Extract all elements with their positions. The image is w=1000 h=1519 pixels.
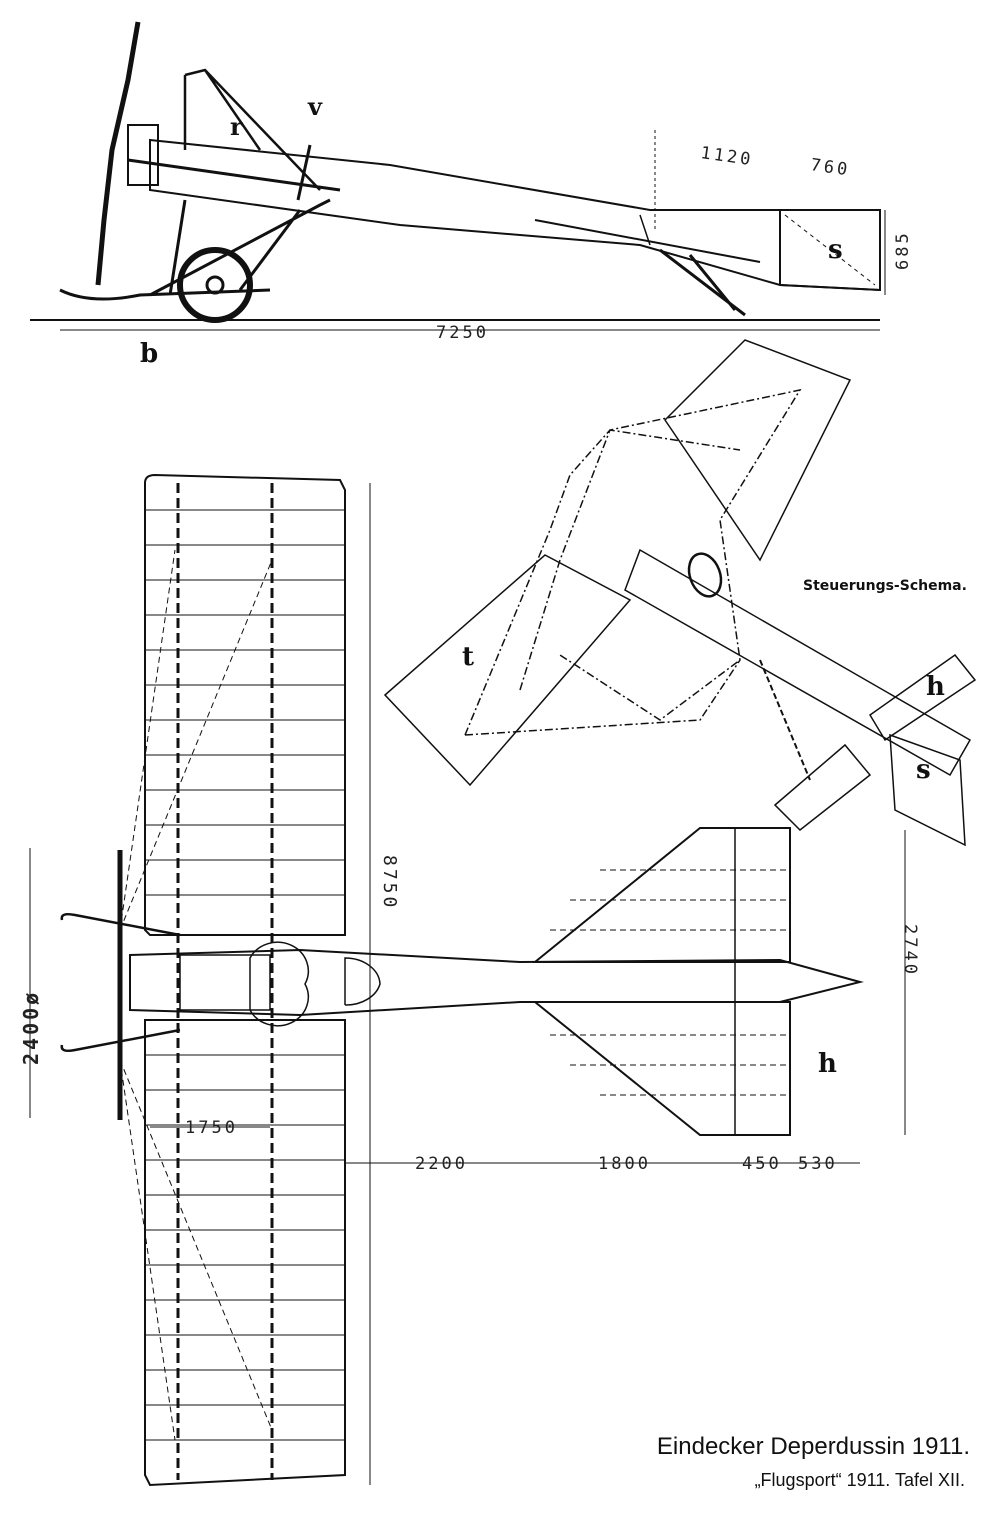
plan-rear-cockpit [344, 957, 381, 1006]
side-propeller [95, 21, 141, 286]
schema-wing-left [383, 554, 632, 787]
caption-source: „Flugsport“ 1911. Tafel XII. [755, 1470, 965, 1490]
side-skid [59, 198, 331, 301]
dim-span: 8750 [379, 855, 400, 910]
label-s-schema: s [916, 755, 931, 785]
schema-elevator-left [773, 743, 872, 832]
plan-view: h 8750 2400ø 1750 2740 2200 1800 450 530 [19, 473, 920, 1487]
dim-450: 450 [742, 1154, 782, 1174]
label-h-schema: h [926, 672, 945, 702]
side-rudder [779, 209, 881, 292]
dim-chord: 1750 [185, 1118, 238, 1138]
schema-fuselage [624, 548, 972, 777]
side-tail-skid [659, 248, 746, 317]
side-engine [127, 124, 159, 186]
caption-title: Eindecker Deperdussin 1911. [657, 1433, 970, 1460]
dim-prop: 2400ø [19, 990, 43, 1065]
label-b: b [140, 339, 158, 369]
plan-engine [179, 954, 271, 1011]
plan-tail-ribs [550, 869, 790, 1096]
plan-wing-lower [144, 1019, 346, 1487]
schema-wheel-icon [687, 552, 723, 598]
dim-530: 530 [798, 1154, 838, 1174]
label-t: t [462, 642, 474, 672]
plan-bracing [119, 549, 273, 1441]
dim-685: 685 [893, 230, 913, 270]
schema-elevator-right [868, 653, 977, 742]
plan-skids [60, 912, 181, 1053]
label-h-plan: h [818, 1049, 837, 1079]
plan-tailplane-lower [532, 1001, 791, 1136]
schema-title: Steuerungs-Schema. [803, 578, 967, 594]
side-view: r v b s 1120 760 685 7250 [30, 21, 913, 369]
plan-fuselage [129, 948, 864, 1017]
label-v: v [307, 92, 323, 121]
schema-wing-right [664, 339, 852, 562]
side-control-column [296, 144, 312, 201]
dim-tail: 2740 [900, 924, 920, 977]
dim-1120: 1120 [699, 143, 754, 170]
dim-7250: 7250 [436, 323, 489, 343]
schema-cables [464, 388, 802, 736]
plan-wing-upper [144, 473, 346, 936]
control-schema: Steuerungs-Schema. t h s [383, 339, 977, 847]
plan-cockpit [249, 941, 310, 1027]
side-fuselage [149, 138, 881, 292]
label-r: r [230, 112, 243, 141]
side-pylon [183, 68, 321, 191]
dim-2200: 2200 [415, 1154, 468, 1174]
plan-wing-ribs [145, 509, 345, 1441]
schema-rudder [889, 733, 966, 847]
dim-760: 760 [809, 155, 851, 180]
label-s-side: s [828, 235, 843, 265]
dim-1800: 1800 [598, 1154, 651, 1174]
plan-tailplane-upper [532, 827, 791, 963]
side-wheel [177, 247, 253, 323]
